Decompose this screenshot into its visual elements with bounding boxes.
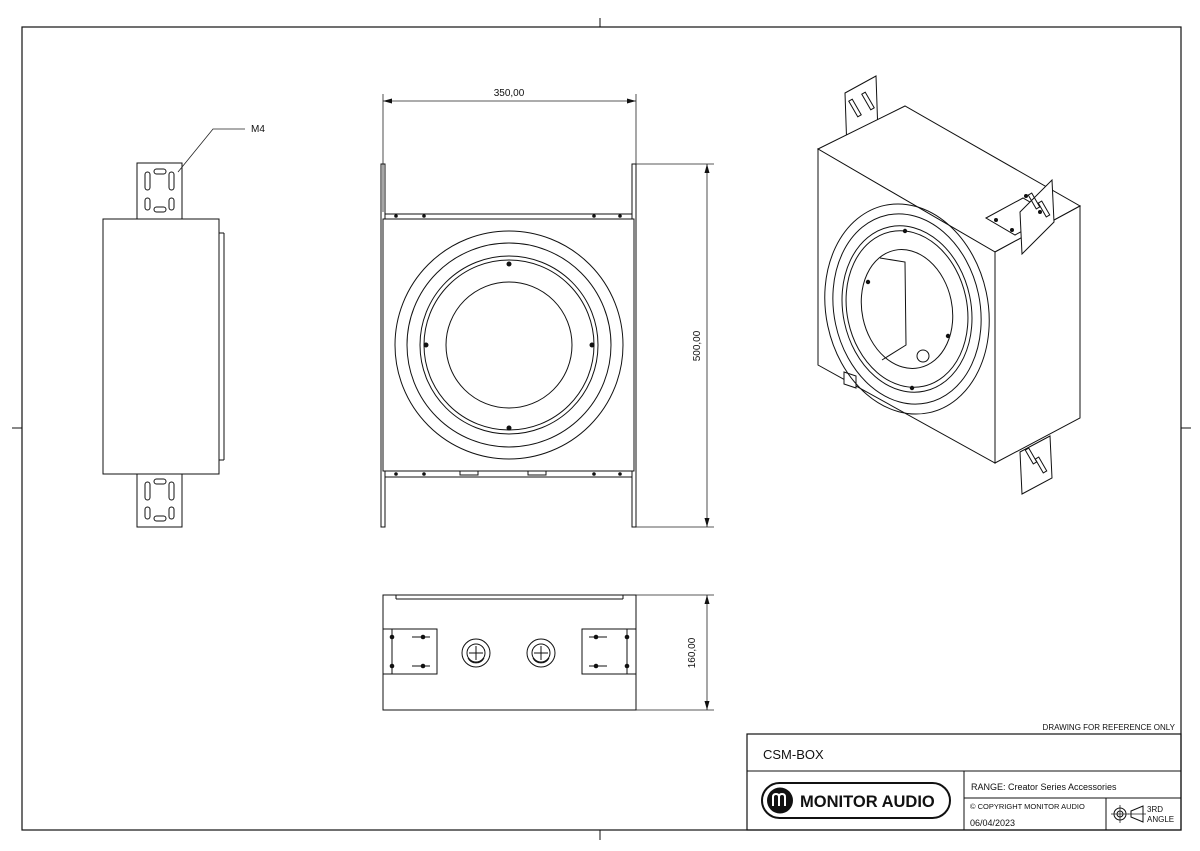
depth-dimension: 160,00 xyxy=(636,594,714,711)
height-dimension-label: 500,00 xyxy=(692,330,703,361)
part-name: CSM-BOX xyxy=(763,747,824,762)
date-label: 06/04/2023 xyxy=(970,818,1015,828)
iso-speaker-opening xyxy=(824,203,990,415)
iso-bracket-side xyxy=(984,178,1055,256)
m4-callout: M4 xyxy=(177,124,265,173)
height-dimension: 500,00 xyxy=(636,163,714,528)
front-view: 350,00 500,00 xyxy=(380,88,714,528)
depth-dimension-label: 160,00 xyxy=(687,637,698,668)
projection-label-line1: 3RD xyxy=(1147,805,1163,814)
bracket-slots-top xyxy=(144,168,175,213)
top-rail-screws xyxy=(394,214,622,218)
iso-bracket-bottom xyxy=(843,371,1053,495)
brand-name: MONITOR AUDIO xyxy=(800,793,935,811)
width-dimension: 350,00 xyxy=(382,88,637,212)
bottom-rail-details xyxy=(394,470,622,476)
speaker-opening xyxy=(394,230,624,460)
bottom-bracket-right xyxy=(581,628,637,675)
reference-note: DRAWING FOR REFERENCE ONLY xyxy=(1043,723,1176,732)
side-view: M4 xyxy=(102,124,265,528)
drawing-border xyxy=(12,18,1191,840)
copyright-label: © COPYRIGHT MONITOR AUDIO xyxy=(970,802,1085,811)
cable-gland-right xyxy=(526,638,556,668)
projection-icon xyxy=(1111,805,1146,823)
projection-label-line2: ANGLE xyxy=(1147,815,1174,824)
bracket-slots-bottom xyxy=(144,478,175,522)
brand-logo: MONITOR AUDIO xyxy=(761,782,951,819)
bottom-bracket-left xyxy=(382,628,438,675)
cable-gland-left xyxy=(461,638,491,668)
width-dimension-label: 350,00 xyxy=(494,88,525,99)
bottom-view: 160,00 xyxy=(382,594,714,711)
range-label: RANGE: Creator Series Accessories xyxy=(971,782,1117,792)
m4-label: M4 xyxy=(251,124,265,135)
title-block: DRAWING FOR REFERENCE ONLY CSM-BOX MONIT… xyxy=(746,723,1182,831)
isometric-view xyxy=(816,75,1082,495)
